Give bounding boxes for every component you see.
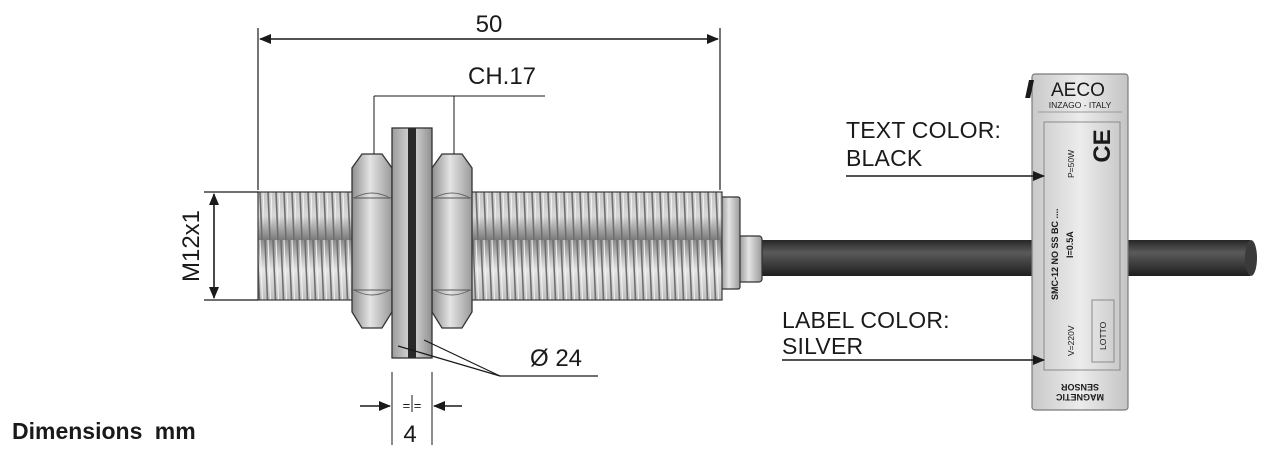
washer-diameter-dimension: Ø 24	[397, 339, 598, 377]
thickness-value: 4	[403, 421, 416, 448]
label-color-line1: LABEL COLOR:	[782, 307, 950, 333]
text-color-line1: TEXT COLOR:	[846, 117, 1001, 143]
right-nut	[431, 153, 473, 329]
cable-gland	[719, 196, 763, 290]
wrench-size-dimension: CH.17	[373, 63, 545, 154]
equal-marks: = =	[403, 398, 422, 413]
label-sensor-line2: SENSOR	[1060, 382, 1099, 392]
label-lotto: LOTTO	[1098, 321, 1108, 350]
label-origin: INZAGO - ITALY	[1049, 100, 1112, 110]
washer	[391, 127, 433, 359]
label-color-line2: SILVER	[782, 333, 863, 359]
thread-dimension: M12x1	[178, 191, 258, 301]
label-color-callout: LABEL COLOR: SILVER	[782, 307, 1045, 365]
threaded-body	[257, 191, 723, 301]
label-power: P=50W	[1066, 150, 1076, 178]
dimensions-note: Dimensions mm	[12, 418, 196, 444]
label-model: SMC-12 NO SS BC ....	[1050, 208, 1060, 300]
cable	[760, 240, 1257, 276]
label-sensor-line1: MAGNETIC	[1056, 392, 1104, 402]
svg-text:AECO: AECO	[1051, 80, 1105, 101]
thickness-dimension: = = 4	[360, 372, 462, 448]
ce-mark: CE	[1089, 129, 1116, 162]
label-voltage: V=220V	[1066, 325, 1076, 356]
brand-logo: AECO	[1025, 80, 1105, 101]
cable-label: AECO INZAGO - ITALY CE P=50W SMC-12 NO S…	[1025, 73, 1129, 411]
text-color-callout: TEXT COLOR: BLACK	[846, 117, 1045, 181]
label-current: I=0.5A	[1065, 231, 1075, 258]
washer-diameter-value: Ø 24	[530, 345, 582, 372]
text-color-line2: BLACK	[846, 145, 923, 171]
length-value: 50	[476, 11, 503, 38]
thread-value: M12x1	[178, 210, 205, 282]
length-dimension: 50	[257, 11, 721, 190]
left-nut	[351, 153, 393, 329]
wrench-size-value: CH.17	[468, 63, 536, 90]
